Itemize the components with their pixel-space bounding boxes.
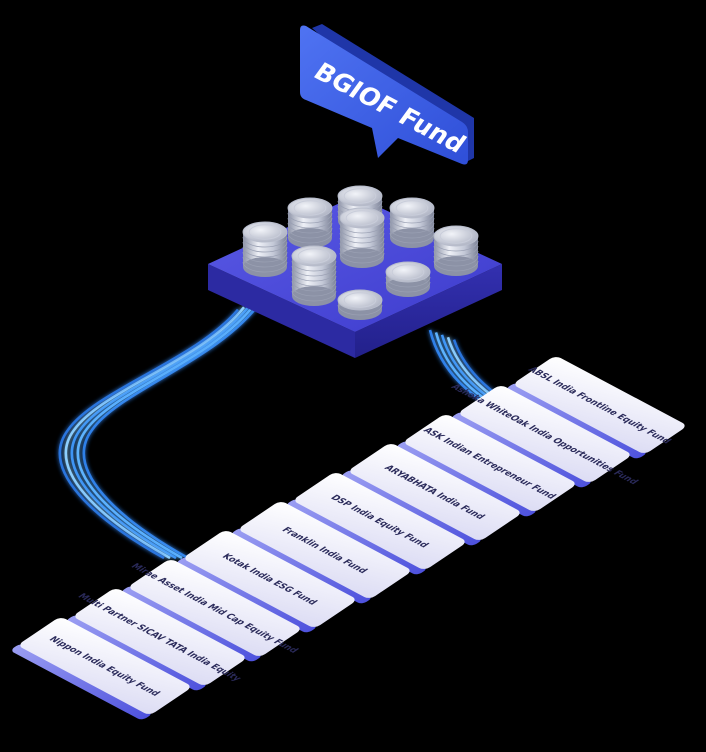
coin-edge — [291, 290, 337, 302]
coin-stack — [242, 221, 288, 277]
coin-edge — [433, 260, 479, 272]
fund-card-face — [130, 560, 300, 656]
coin-edge — [385, 276, 431, 288]
coin-edge — [291, 280, 337, 292]
fund-card-side — [287, 499, 426, 575]
coin-edge — [433, 240, 479, 252]
fund-card: DSP India Equity Fund — [287, 473, 465, 575]
coin-stack — [339, 207, 385, 268]
coin-edge — [389, 217, 435, 229]
coin-edge — [287, 227, 333, 239]
coin-edge — [339, 252, 385, 264]
coin-edge — [433, 245, 479, 257]
coin-stack — [337, 289, 383, 320]
coin-edge — [385, 281, 431, 293]
coin-edge — [291, 270, 337, 282]
coin-edge — [389, 232, 435, 244]
wire-left — [76, 301, 258, 560]
coin-edge — [433, 250, 479, 262]
fund-card-side — [397, 441, 536, 517]
fund-card-face — [240, 502, 410, 598]
bubble-body — [300, 25, 468, 165]
coin-edge — [339, 247, 385, 259]
coin-edge — [242, 241, 288, 253]
coin-edge — [287, 217, 333, 229]
coin-edge — [337, 304, 383, 316]
coin-rim — [343, 292, 377, 308]
coin-stack — [385, 261, 431, 297]
coin-rim — [248, 224, 282, 240]
coin-edge — [291, 265, 337, 277]
coin-rim — [439, 228, 473, 244]
platform-side-right — [355, 264, 502, 358]
fund-card-face — [185, 531, 355, 627]
fund-card-side — [122, 586, 261, 662]
coin-edge — [242, 251, 288, 263]
connection-wires — [58, 299, 540, 560]
coin-rim — [395, 200, 429, 216]
coin-rim — [297, 248, 331, 264]
coin-edge — [242, 236, 288, 248]
wire-left — [82, 299, 264, 560]
coin-edge — [291, 285, 337, 297]
coin-edge — [287, 212, 333, 224]
coin-rim — [343, 188, 377, 204]
fund-card-side — [177, 557, 316, 633]
fund-card-face — [75, 589, 245, 685]
fund-card-side — [507, 383, 646, 459]
fund-card-face — [20, 618, 190, 714]
coin-edge — [339, 242, 385, 254]
wire-left — [58, 308, 239, 560]
fund-card-side — [452, 412, 591, 488]
coin-edge — [339, 232, 385, 244]
fund-card: ARYABHATA India Fund — [342, 444, 520, 546]
coin-edge — [389, 222, 435, 234]
coin-stack-icon — [242, 185, 479, 320]
fund-card-face — [460, 386, 630, 482]
coin-rim — [345, 210, 379, 226]
fund-card-side — [232, 528, 371, 604]
coin-edge — [291, 275, 337, 287]
coin-edge — [339, 237, 385, 249]
coin-edge — [242, 246, 288, 258]
fund-card-face — [515, 357, 685, 453]
coin-edge — [389, 227, 435, 239]
coin-edge — [242, 261, 288, 273]
wire-left — [70, 304, 252, 560]
coin-edge — [242, 256, 288, 268]
fund-card-side — [342, 470, 481, 546]
coin-edge — [389, 212, 435, 224]
coin-edge — [287, 222, 333, 234]
platform-side-left — [208, 264, 355, 358]
coin-stack — [389, 197, 435, 248]
fund-card-face — [350, 444, 520, 540]
fund-card-face — [405, 415, 575, 511]
coin-stack — [287, 197, 333, 248]
coin-edge — [339, 227, 385, 239]
coin-stack — [291, 245, 337, 306]
coin-rim — [391, 264, 425, 280]
wire-left — [64, 306, 246, 560]
fund-name-bubble: BGIOF Fund — [300, 24, 474, 165]
coin-edge — [339, 222, 385, 234]
fund-card-face — [295, 473, 465, 569]
coin-stack — [433, 225, 479, 276]
coin-edge — [433, 255, 479, 267]
fund-card-side — [12, 644, 151, 720]
coin-edge — [291, 260, 337, 272]
fund-card-side — [67, 615, 206, 691]
coin-rim — [293, 200, 327, 216]
coin-edge — [287, 232, 333, 244]
